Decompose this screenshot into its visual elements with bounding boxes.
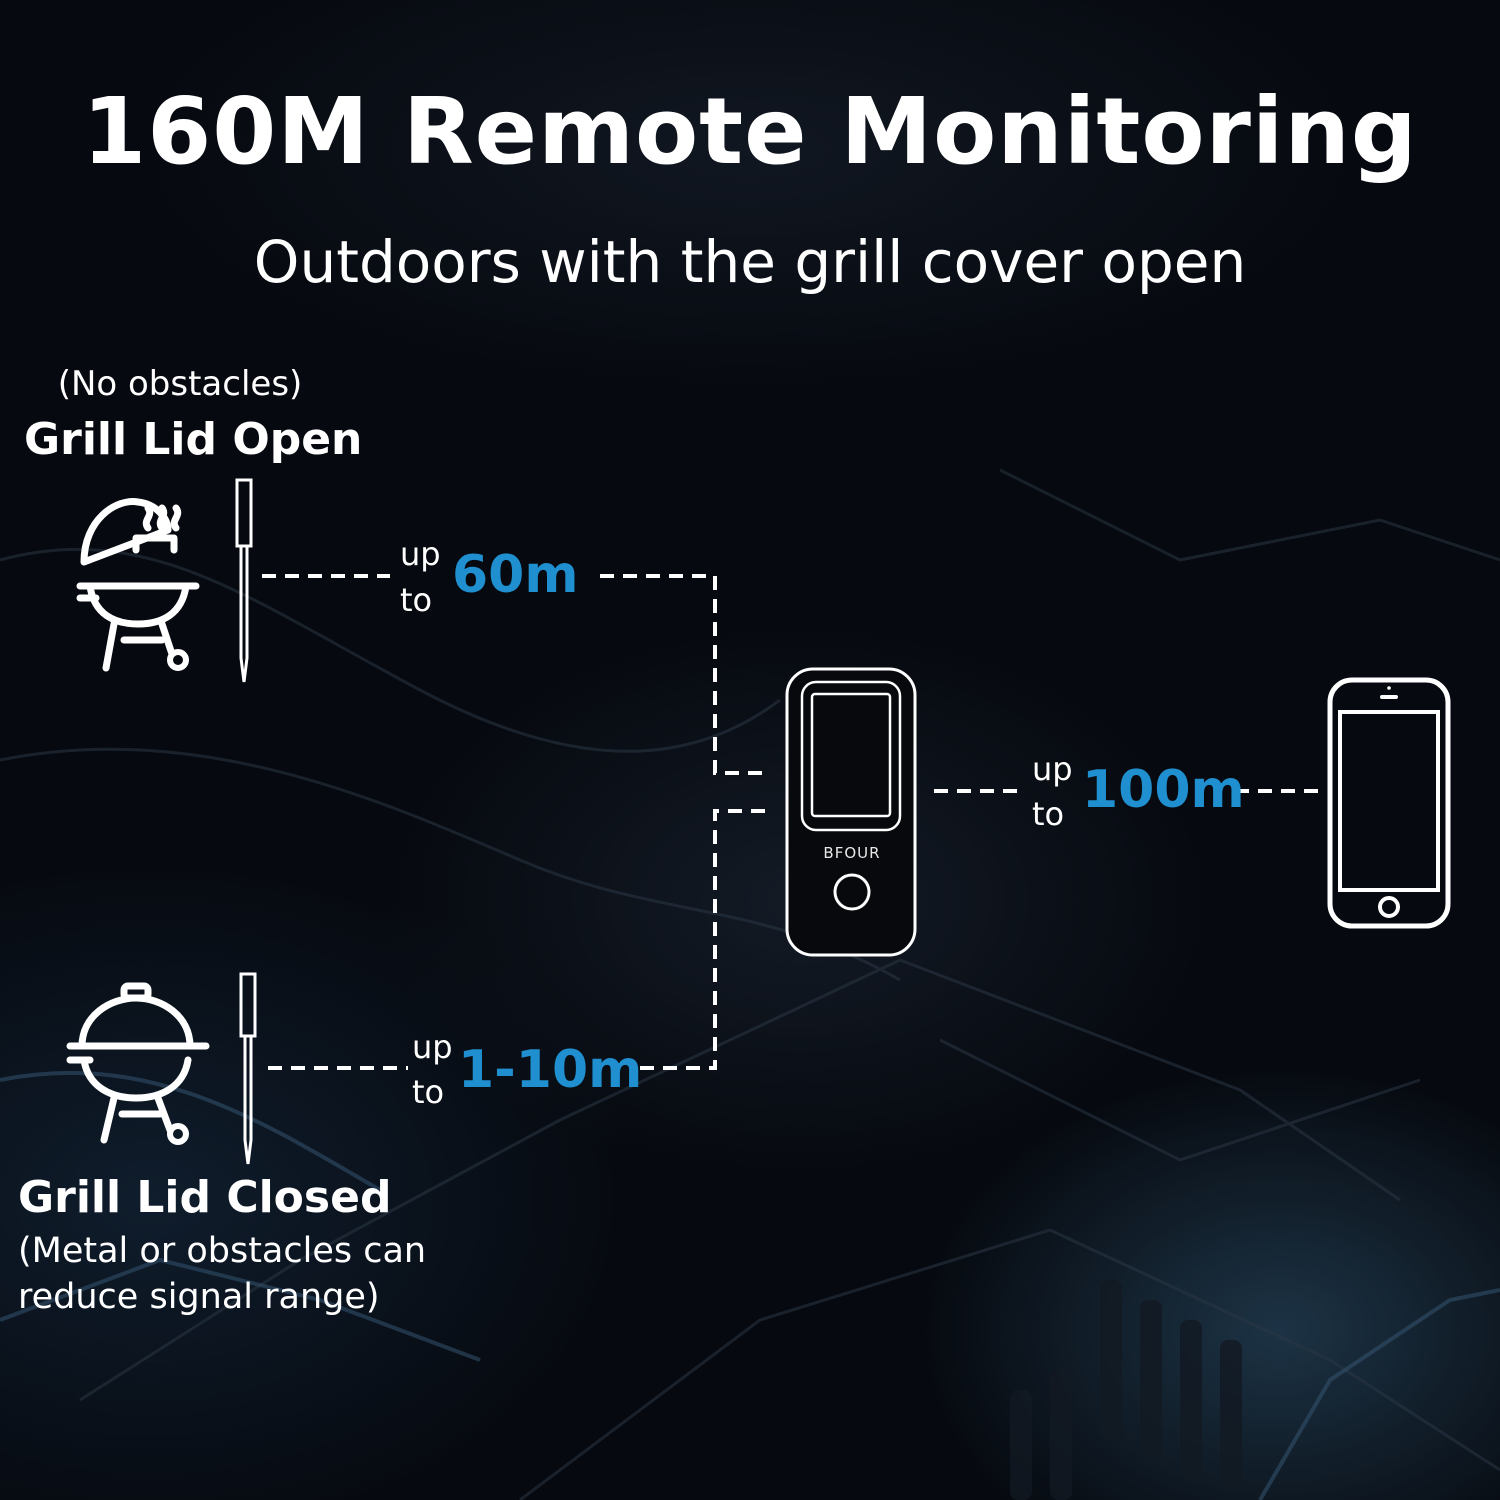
open-receiver-line xyxy=(600,574,770,775)
phone-to-text: to xyxy=(1032,795,1065,833)
closed-up-text: up xyxy=(412,1028,453,1066)
smartphone-icon xyxy=(1327,677,1451,929)
probe-icon xyxy=(235,478,253,683)
page-title: 160M Remote Monitoring xyxy=(82,78,1418,185)
open-to-text: to xyxy=(400,581,433,619)
page-subtitle: Outdoors with the grill cover open xyxy=(253,228,1247,296)
closed-label: Grill Lid Closed xyxy=(18,1172,392,1223)
receiver-icon xyxy=(785,667,917,957)
closed-receiver-line xyxy=(640,809,770,1070)
probe-icon xyxy=(239,972,257,1165)
receiver-brand: BFOUR xyxy=(823,844,881,862)
phone-up-text: up xyxy=(1032,750,1073,788)
phone-distance: 100m xyxy=(1082,760,1245,820)
grill-closed-icon xyxy=(66,982,210,1145)
closed-distance: 1-10m xyxy=(458,1040,643,1100)
closed-to-text: to xyxy=(412,1073,445,1111)
open-note: (No obstacles) xyxy=(57,364,303,404)
grill-open-icon xyxy=(76,498,200,672)
open-up-text: up xyxy=(400,535,441,573)
open-label: Grill Lid Open xyxy=(24,414,363,465)
open-distance: 60m xyxy=(452,545,579,605)
closed-note: (Metal or obstacles can reduce signal ra… xyxy=(18,1231,427,1317)
